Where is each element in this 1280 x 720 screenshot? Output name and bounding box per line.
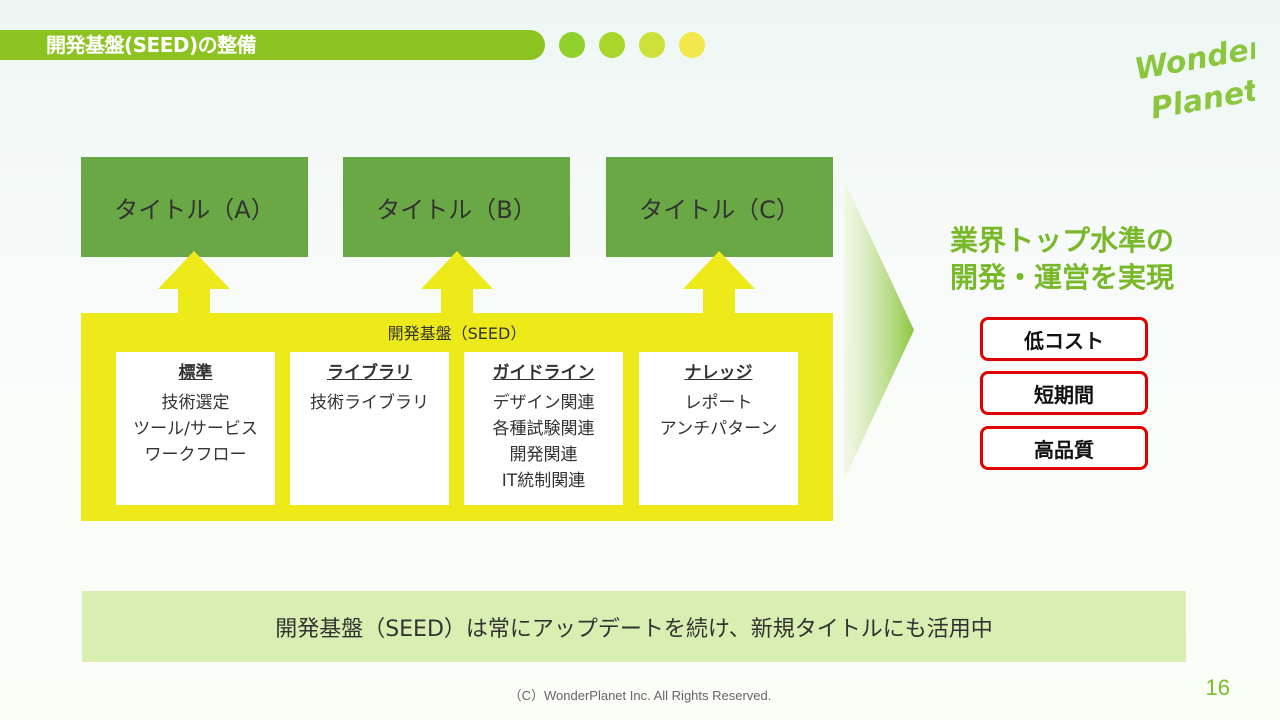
header-bar	[0, 30, 545, 60]
decor-dot-1	[559, 32, 585, 58]
decor-dot-4	[679, 32, 705, 58]
pill-short-period: 短期間	[980, 371, 1148, 415]
card-line: アンチパターン	[659, 419, 778, 439]
card-line: デザイン関連	[492, 393, 595, 413]
seed-label: 開発基盤（SEED）	[387, 324, 527, 343]
wonderplanet-logo: Wonder Planet	[1132, 30, 1255, 125]
decor-dot-3	[639, 32, 665, 58]
card-library: ライブラリ 技術ライブラリ	[290, 352, 449, 505]
headline-line-2: 開発・運営を実現	[949, 261, 1174, 294]
title-b-label: タイトル（B）	[376, 195, 537, 224]
up-arrow-b	[421, 251, 493, 317]
title-box-a: タイトル（A）	[81, 157, 308, 257]
card-line: ツール/サービス	[133, 419, 258, 439]
title-a-label: タイトル（A）	[114, 195, 275, 224]
card-standards: 標準 技術選定 ツール/サービス ワークフロー	[116, 352, 275, 505]
pill-low-cost: 低コスト	[980, 317, 1148, 361]
footer-banner-text: 開発基盤（SEED）は常にアップデートを続け、新規タイトルにも活用中	[275, 616, 993, 642]
page-number: 16	[1205, 675, 1230, 700]
result-headline: 業界トップ水準の 開発・運営を実現	[912, 222, 1212, 296]
decor-dot-2	[599, 32, 625, 58]
card-line: レポート	[684, 393, 753, 413]
card-line: IT統制関連	[501, 471, 586, 491]
copyright: （C）WonderPlanet Inc. All Rights Reserved…	[0, 685, 1280, 704]
card-heading: 標準	[178, 363, 213, 383]
card-line: ワークフロー	[144, 445, 247, 465]
card-line: 各種試験関連	[492, 419, 595, 439]
title-box-b: タイトル（B）	[343, 157, 570, 257]
copyright-text: （C）WonderPlanet Inc. All Rights Reserved…	[508, 688, 772, 703]
slide-title: 開発基盤(SEED)の整備	[46, 33, 257, 57]
footer-banner: 開発基盤（SEED）は常にアップデートを続け、新規タイトルにも活用中	[82, 591, 1186, 662]
up-arrow-a	[158, 251, 230, 317]
card-heading: ガイドライン	[492, 363, 595, 383]
card-guidelines: ガイドライン デザイン関連 各種試験関連 開発関連 IT統制関連	[464, 352, 623, 505]
title-box-c: タイトル（C）	[606, 157, 833, 257]
card-knowledge: ナレッジ レポート アンチパターン	[639, 352, 798, 505]
card-line: 開発関連	[509, 445, 578, 465]
headline-line-1: 業界トップ水準の	[949, 224, 1174, 257]
right-chevron-arrow	[844, 180, 914, 480]
card-heading: ライブラリ	[327, 363, 412, 383]
card-line: 技術選定	[161, 393, 230, 413]
card-line: 技術ライブラリ	[310, 393, 429, 413]
title-c-label: タイトル（C）	[639, 195, 800, 224]
card-heading: ナレッジ	[684, 363, 753, 383]
up-arrow-c	[683, 251, 755, 317]
pill-high-quality: 高品質	[980, 426, 1148, 470]
